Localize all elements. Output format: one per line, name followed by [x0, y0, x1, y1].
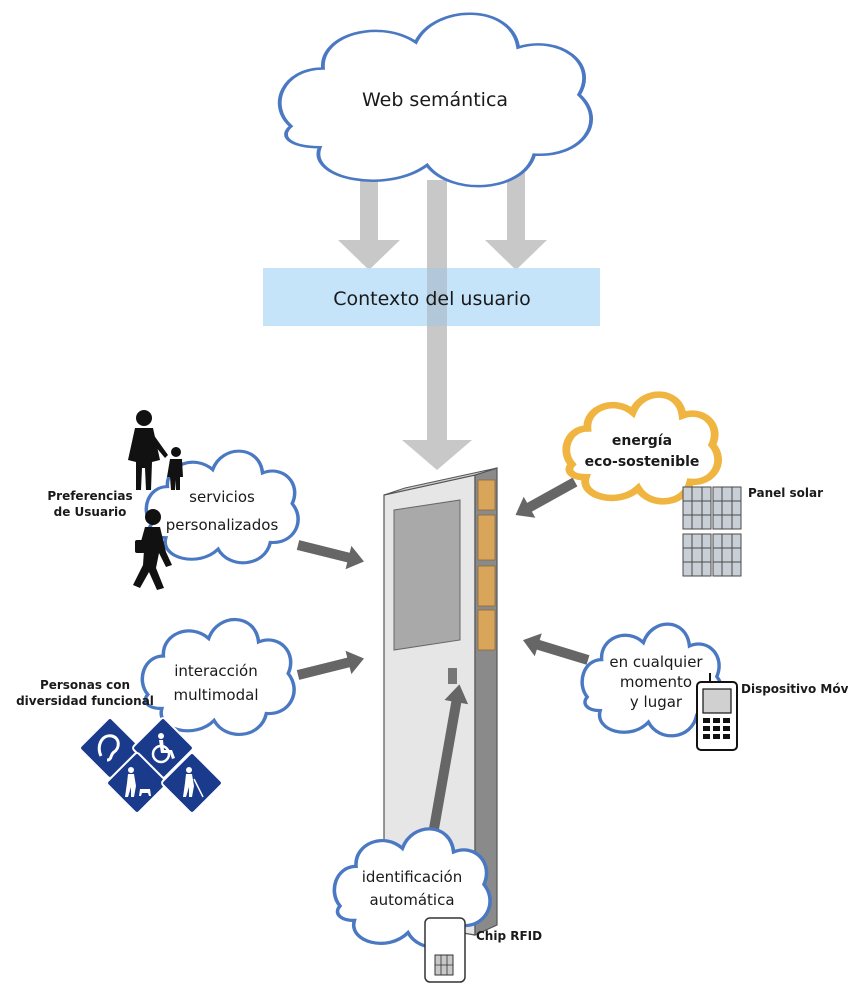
- cloud-interaction-line2: multimodal: [173, 686, 258, 704]
- cloud-anywhere-line1: en cualquier: [609, 653, 703, 671]
- context-bar-arrow-overlap: [427, 268, 447, 326]
- walking-person-icon: [133, 509, 172, 590]
- cloud-services-line2: personalizados: [166, 516, 279, 534]
- cloud-services: servicios personalizados: [146, 451, 298, 563]
- arrow-identification: [427, 684, 469, 841]
- label-diversity-line2: diversidad funcional: [16, 694, 154, 708]
- cloud-identification-line1: identificación: [362, 868, 462, 886]
- cloud-web: Web semántica: [280, 14, 591, 186]
- label-preferences-line2: de Usuario: [54, 505, 127, 519]
- arrow-anywhere: [522, 633, 590, 665]
- kiosk-icon: [383, 467, 498, 936]
- cloud-anywhere-line2: momento: [620, 673, 692, 691]
- cloud-interaction: interacción multimodal: [142, 619, 294, 734]
- kiosk-reader-slot: [448, 668, 457, 684]
- cloud-identification-line2: automática: [369, 891, 454, 909]
- cloud-energy: energía eco-sostenible: [566, 395, 718, 502]
- solar-panel-icon: [682, 486, 742, 577]
- rfid-chip-icon: [424, 917, 466, 983]
- kiosk-top: [383, 467, 498, 496]
- context-bar-label: Contexto del usuario: [333, 288, 531, 310]
- kiosk-screen: [393, 499, 461, 651]
- label-mobile: Dispositivo Móvil: [741, 682, 848, 696]
- cloud-identification: identificación automática: [334, 829, 490, 947]
- label-diversity-line1: Personas con: [40, 678, 130, 692]
- solar-panel-bottom-right: [712, 533, 742, 577]
- arrow-left-down: [338, 145, 400, 270]
- context-bar: Contexto del usuario: [263, 268, 600, 326]
- arrow-right-down: [485, 145, 547, 270]
- mobile-phone-icon: [696, 673, 738, 751]
- solar-panel-bottom-left: [682, 533, 712, 577]
- cloud-services-line1: servicios: [189, 488, 255, 506]
- cloud-web-label: Web semántica: [362, 89, 508, 111]
- arrow-interaction: [296, 650, 364, 680]
- cloud-anywhere: en cualquier momento y lugar: [582, 624, 722, 736]
- solar-panel-top-left: [682, 486, 712, 530]
- arrow-energy: [515, 477, 578, 518]
- guide-dog-sign-icon: [106, 752, 168, 814]
- family-silhouette-icon: [128, 410, 183, 490]
- label-solar: Panel solar: [748, 486, 823, 500]
- arrow-services: [296, 540, 364, 570]
- cloud-energy-line2: eco-sostenible: [585, 454, 700, 470]
- cloud-anywhere-line3: y lugar: [630, 693, 683, 711]
- blind-person-sign-icon: [161, 752, 223, 814]
- kiosk-side-panels: [477, 479, 496, 651]
- dark-arrows: [296, 477, 590, 841]
- cloud-interaction-line1: interacción: [174, 662, 258, 680]
- label-rfid: Chip RFID: [476, 929, 542, 943]
- accessibility-signs-icon: [79, 717, 223, 814]
- label-preferences-line1: Preferencias: [47, 489, 132, 503]
- cloud-energy-line1: energía: [612, 433, 672, 449]
- solar-panel-top-right: [712, 486, 742, 530]
